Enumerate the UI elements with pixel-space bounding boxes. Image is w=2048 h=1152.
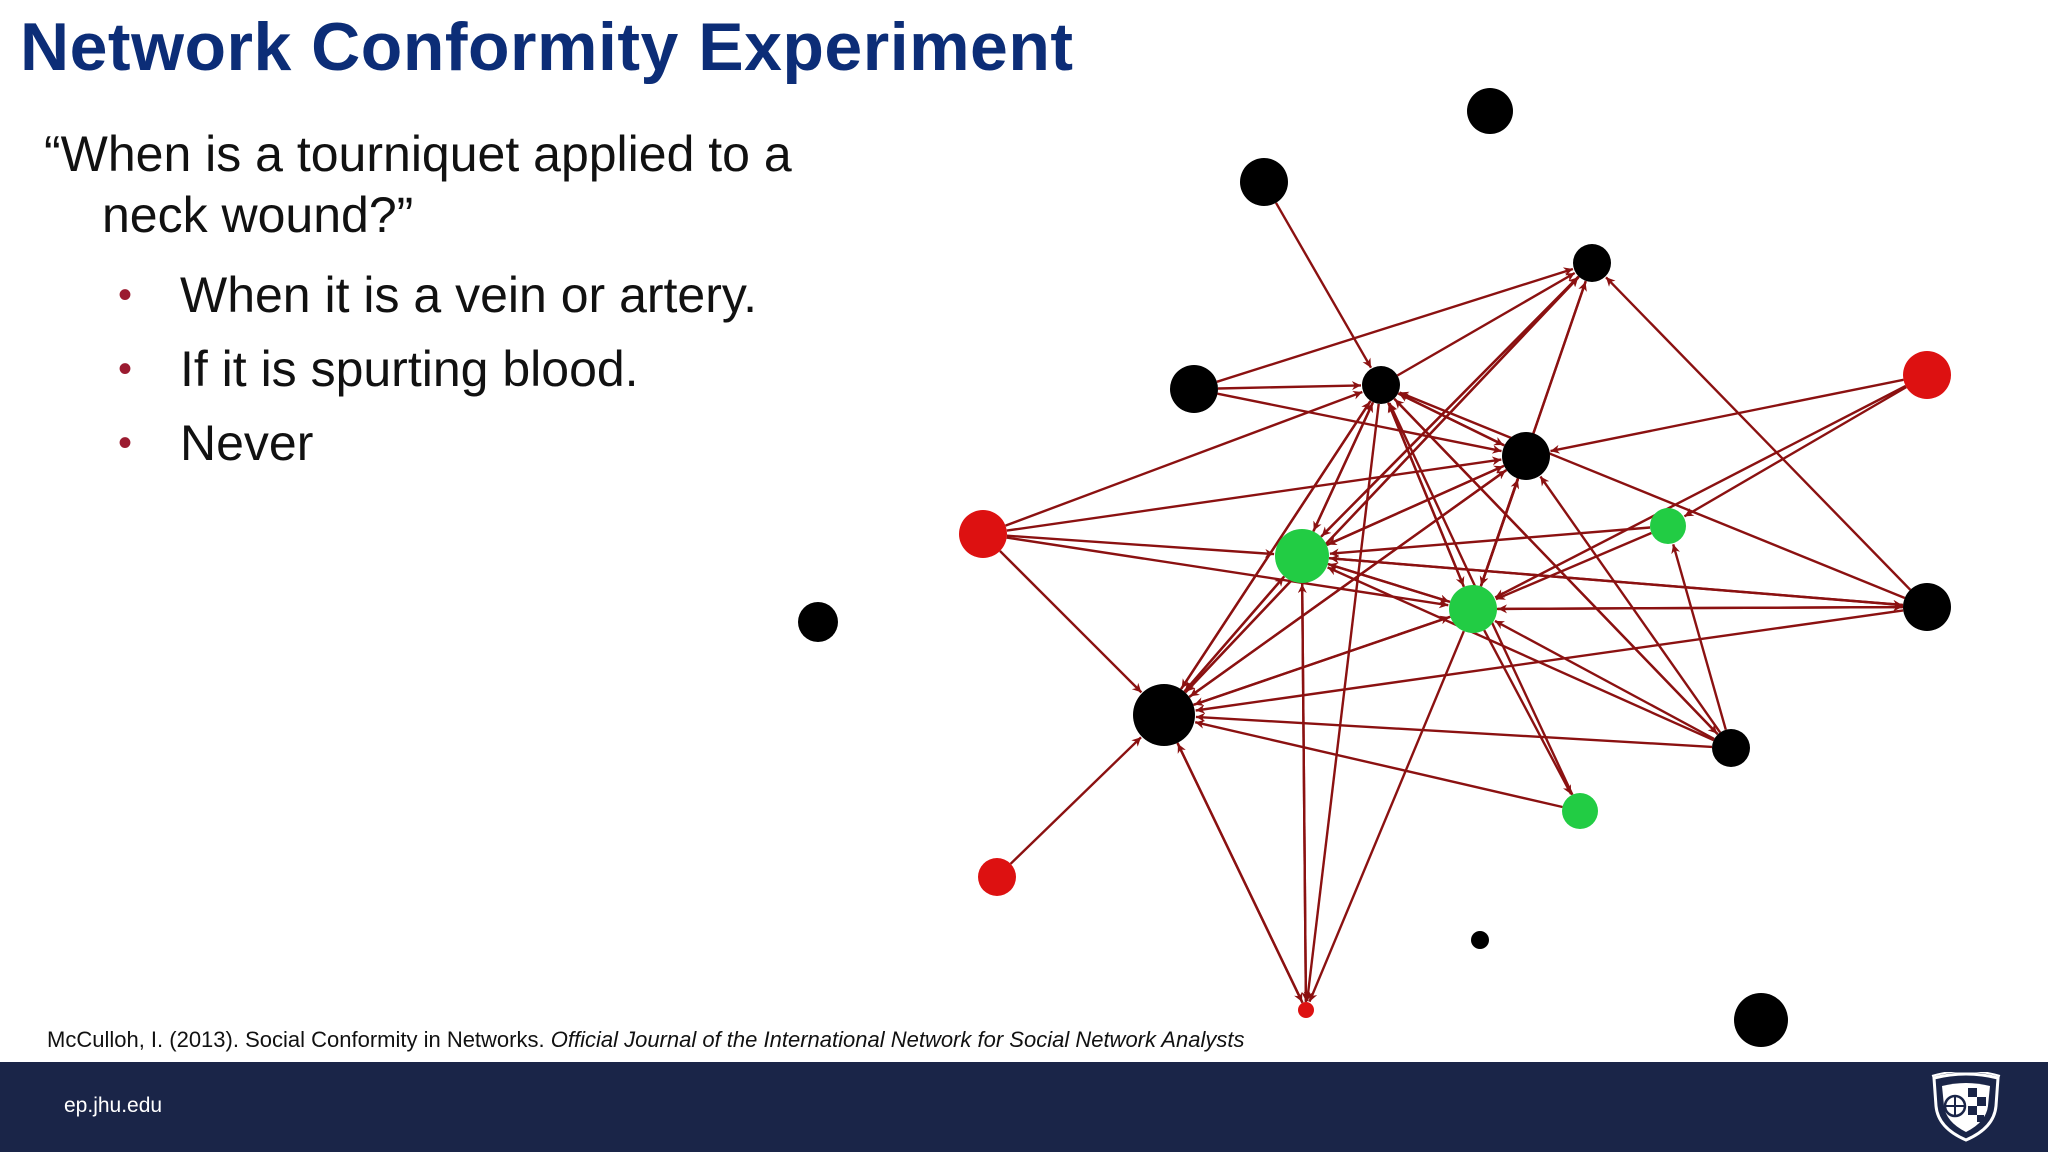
network-node-red xyxy=(978,858,1016,896)
network-edge xyxy=(999,550,1143,694)
network-node-red xyxy=(959,510,1007,558)
network-edge xyxy=(1329,526,1651,558)
network-edge xyxy=(1494,384,1907,599)
network-edge xyxy=(1605,276,1912,591)
network-node-green xyxy=(1449,585,1497,633)
network-edge xyxy=(1005,390,1363,527)
network-edge xyxy=(1006,536,1449,609)
network-edge xyxy=(1274,202,1373,369)
network-node-black xyxy=(1502,432,1550,480)
answer-list: • When it is a vein or artery. • If it is … xyxy=(118,258,757,480)
answer-item: • When it is a vein or artery. xyxy=(118,258,757,332)
network-edge xyxy=(1326,465,1504,547)
network-edge xyxy=(1195,609,1904,714)
network-node-red xyxy=(1298,1002,1314,1018)
network-edge xyxy=(1398,392,1505,447)
network-node-black xyxy=(1573,244,1611,282)
network-node-green xyxy=(1275,529,1329,583)
network-edge xyxy=(1312,402,1374,533)
network-edge xyxy=(1184,276,1580,694)
network-node-black xyxy=(1362,366,1400,404)
network-edge xyxy=(1683,386,1907,518)
network-edge xyxy=(1329,554,1904,607)
slide-title: Network Conformity Experiment xyxy=(20,9,1074,85)
network-edge xyxy=(1497,604,1904,614)
network-edge xyxy=(1327,566,1715,742)
citation-text: McCulloh, I. (2013). Social Conformity i… xyxy=(47,1027,551,1052)
network-edge xyxy=(1303,403,1380,1002)
network-edge xyxy=(1494,619,1715,741)
network-edge xyxy=(1195,712,1713,749)
network-edge xyxy=(1671,543,1727,731)
answer-label: If it is spurting blood. xyxy=(180,341,639,397)
network-edge xyxy=(1217,392,1502,454)
network-node-black xyxy=(1471,931,1489,949)
network-node-black xyxy=(798,602,838,642)
network-edge xyxy=(1387,403,1466,588)
citation: McCulloh, I. (2013). Social Conformity i… xyxy=(47,1027,1244,1053)
answer-label: Never xyxy=(180,415,314,471)
network-edge xyxy=(1550,378,1904,454)
answer-label: When it is a vein or artery. xyxy=(180,267,758,323)
network-edge xyxy=(1483,629,1573,795)
bullet-icon: • xyxy=(118,273,133,317)
network-node-green xyxy=(1650,508,1686,544)
network-edge xyxy=(1320,276,1579,538)
citation-journal: Official Journal of the International Ne… xyxy=(550,1027,1245,1052)
network-edge xyxy=(1176,743,1304,1004)
network-edge xyxy=(1495,531,1652,601)
bullet-icon: • xyxy=(118,347,133,391)
network-diagram xyxy=(798,88,1951,1047)
network-node-black xyxy=(1734,993,1788,1047)
network-edge xyxy=(1006,534,1275,558)
network-node-black xyxy=(1467,88,1513,134)
answer-item: • If it is spurting blood. xyxy=(118,332,757,406)
network-edge xyxy=(1217,381,1362,391)
network-node-black xyxy=(1170,365,1218,413)
network-edge xyxy=(1216,267,1574,383)
network-edge xyxy=(1297,583,1308,1003)
network-edge xyxy=(1308,630,1465,1003)
network-edge xyxy=(1183,576,1285,693)
network-node-green xyxy=(1562,793,1598,829)
network-edge xyxy=(1394,398,1719,736)
bullet-icon: • xyxy=(118,421,133,465)
node-layer xyxy=(798,88,1951,1047)
network-node-black xyxy=(1712,729,1750,767)
network-edge xyxy=(1539,475,1722,734)
footer-url: ep.jhu.edu xyxy=(64,1094,163,1117)
network-edge xyxy=(1006,456,1502,532)
network-node-black xyxy=(1903,583,1951,631)
network-edge xyxy=(1399,391,1906,600)
network-edge xyxy=(1396,271,1576,377)
network-edge xyxy=(1194,719,1563,809)
network-edge xyxy=(1188,469,1507,698)
network-node-black xyxy=(1133,684,1195,746)
network-edge xyxy=(1179,401,1372,690)
jhu-shield-icon xyxy=(1931,1072,2001,1142)
network-edge xyxy=(1009,736,1142,865)
network-node-black xyxy=(1240,158,1288,206)
answer-item: • Never xyxy=(118,406,757,480)
network-edge xyxy=(1328,562,1451,604)
network-node-red xyxy=(1903,351,1951,399)
footer-bar: ep.jhu.edu xyxy=(0,1062,2048,1152)
network-edge xyxy=(1192,615,1450,707)
question-text: “When is a tourniquet applied to a neck … xyxy=(44,126,792,243)
